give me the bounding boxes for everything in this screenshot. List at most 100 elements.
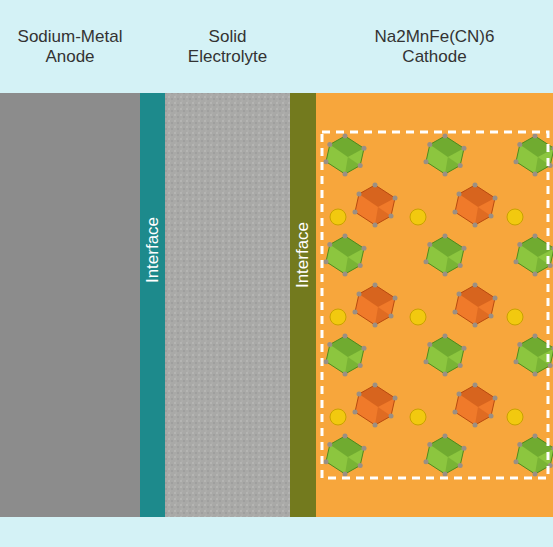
octahedron xyxy=(455,185,495,225)
ligand-atom xyxy=(358,463,363,468)
ligand-atom xyxy=(489,414,494,419)
electrolyte-band xyxy=(165,93,290,517)
ligand-atom xyxy=(353,310,358,315)
ligand-atom xyxy=(533,372,538,377)
ligand-atom xyxy=(443,134,448,139)
sodium-ion xyxy=(330,309,346,325)
ligand-atom xyxy=(548,363,553,368)
ligand-atom xyxy=(358,163,363,168)
interface-label: Interface xyxy=(293,222,313,288)
ligand-atom xyxy=(373,423,378,428)
ligand-atom xyxy=(343,134,348,139)
ligand-atom xyxy=(362,446,367,451)
ligand-atom xyxy=(473,283,478,288)
ligand-atom xyxy=(373,323,378,328)
ligand-atom xyxy=(533,272,538,277)
ligand-atom xyxy=(424,159,429,164)
ligand-atom xyxy=(324,359,329,364)
ligand-atom xyxy=(389,414,394,419)
ligand-atom xyxy=(373,283,378,288)
octahedron-face xyxy=(459,185,495,207)
octahedron xyxy=(355,385,395,425)
anode-band xyxy=(0,93,140,517)
sodium-ion xyxy=(410,309,426,325)
ligand-atom xyxy=(514,259,519,264)
octahedron-face xyxy=(459,285,495,307)
ligand-atom xyxy=(443,172,448,177)
ligand-atom xyxy=(514,159,519,164)
ligand-atom xyxy=(324,459,329,464)
ligand-atom xyxy=(427,342,432,347)
ligand-atom xyxy=(514,359,519,364)
ligand-atom xyxy=(462,246,467,251)
sodium-ion xyxy=(410,409,426,425)
ligand-atom xyxy=(552,146,553,151)
ligand-atom xyxy=(343,372,348,377)
crystal-structure xyxy=(324,134,553,477)
octahedron xyxy=(326,136,364,174)
ligand-atom xyxy=(343,434,348,439)
sodium-ion xyxy=(507,309,523,325)
ligand-atom xyxy=(353,210,358,215)
ligand-atom xyxy=(362,146,367,151)
cathode-band xyxy=(316,93,553,517)
ligand-atom xyxy=(357,292,362,297)
unit-cell-box xyxy=(322,132,548,478)
ligand-atom xyxy=(343,234,348,239)
ligand-atom xyxy=(357,392,362,397)
ligand-atom xyxy=(457,192,462,197)
octahedron xyxy=(516,236,553,274)
ligand-atom xyxy=(324,259,329,264)
ligand-atom xyxy=(353,410,358,415)
sodium-ion xyxy=(410,209,426,225)
interface-band: Interface xyxy=(290,93,316,517)
ligand-atom xyxy=(443,272,448,277)
ligand-atom xyxy=(443,334,448,339)
interface-band: Interface xyxy=(140,93,165,517)
octahedron-face xyxy=(359,185,395,207)
ligand-atom xyxy=(373,223,378,228)
octahedron xyxy=(455,385,495,425)
ligand-atom xyxy=(362,346,367,351)
ligand-atom xyxy=(552,246,553,251)
ligand-atom xyxy=(343,272,348,277)
ligand-atom xyxy=(443,472,448,477)
ligand-atom xyxy=(517,242,522,247)
ligand-atom xyxy=(458,163,463,168)
ligand-atom xyxy=(389,314,394,319)
octahedron xyxy=(426,336,464,374)
ligand-atom xyxy=(473,323,478,328)
octahedron xyxy=(516,136,553,174)
octahedron xyxy=(326,336,364,374)
ligand-atom xyxy=(533,234,538,239)
sodium-ion xyxy=(507,409,523,425)
ligand-atom xyxy=(358,363,363,368)
ligand-atom xyxy=(533,434,538,439)
layer-band: Sodium-Metal Anode xyxy=(0,93,140,517)
ligand-atom xyxy=(424,259,429,264)
ligand-atom xyxy=(443,234,448,239)
ligand-atom xyxy=(462,346,467,351)
octahedron xyxy=(355,185,395,225)
ligand-atom xyxy=(457,392,462,397)
ligand-atom xyxy=(389,214,394,219)
octahedron-face xyxy=(459,385,495,407)
octahedron-face xyxy=(430,336,464,357)
ligand-atom xyxy=(373,183,378,188)
octahedron xyxy=(426,136,464,174)
ligand-atom xyxy=(489,314,494,319)
octahedron-face xyxy=(330,336,364,357)
ligand-atom xyxy=(327,142,332,147)
ligand-atom xyxy=(473,223,478,228)
ligand-atom xyxy=(443,434,448,439)
ligand-atom xyxy=(393,296,398,301)
ligand-atom xyxy=(458,463,463,468)
octahedron-face xyxy=(359,285,395,307)
octahedron-face xyxy=(330,436,364,457)
ligand-atom xyxy=(343,472,348,477)
octahedron-face xyxy=(359,385,395,407)
ligand-atom xyxy=(517,142,522,147)
ligand-atom xyxy=(517,442,522,447)
ligand-atom xyxy=(324,159,329,164)
